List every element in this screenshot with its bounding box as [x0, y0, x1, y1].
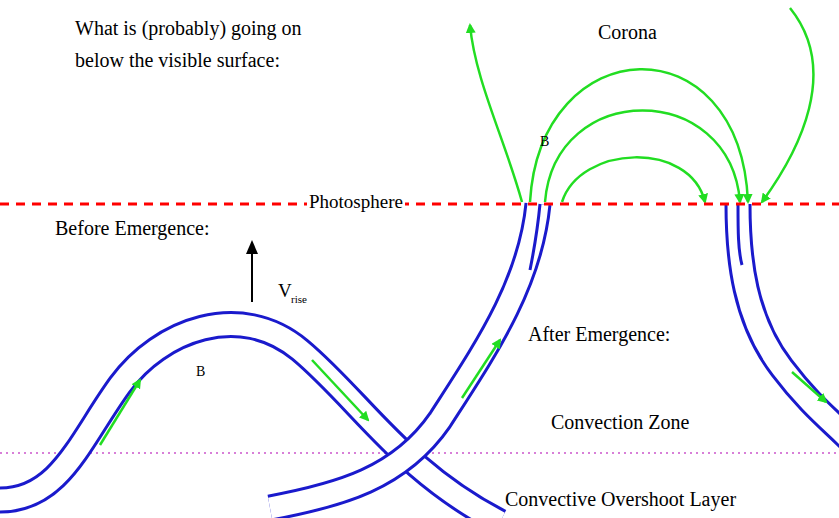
region-label: Corona [598, 20, 657, 44]
region-label: Convective Overshoot Layer [505, 487, 736, 511]
flux-tube-after-rising [270, 204, 540, 508]
field-arrows [100, 340, 826, 445]
region-label: Convection Zone [551, 410, 689, 434]
flux-tube-after-descending [738, 204, 839, 440]
surface-label: Photosphere [307, 191, 405, 214]
field-label: B [196, 364, 205, 381]
coronal-loops [470, 8, 813, 202]
stage-label: After Emergence: [526, 322, 672, 346]
velocity-symbol: V [278, 280, 292, 303]
stage-label: Before Emergence: [55, 216, 210, 240]
field-label: B [540, 134, 549, 151]
velocity-subscript: rise [291, 293, 307, 306]
rise-arrow [251, 252, 253, 302]
photosphere-line [0, 203, 839, 206]
heading: What is (probably) going on below the vi… [75, 12, 355, 76]
